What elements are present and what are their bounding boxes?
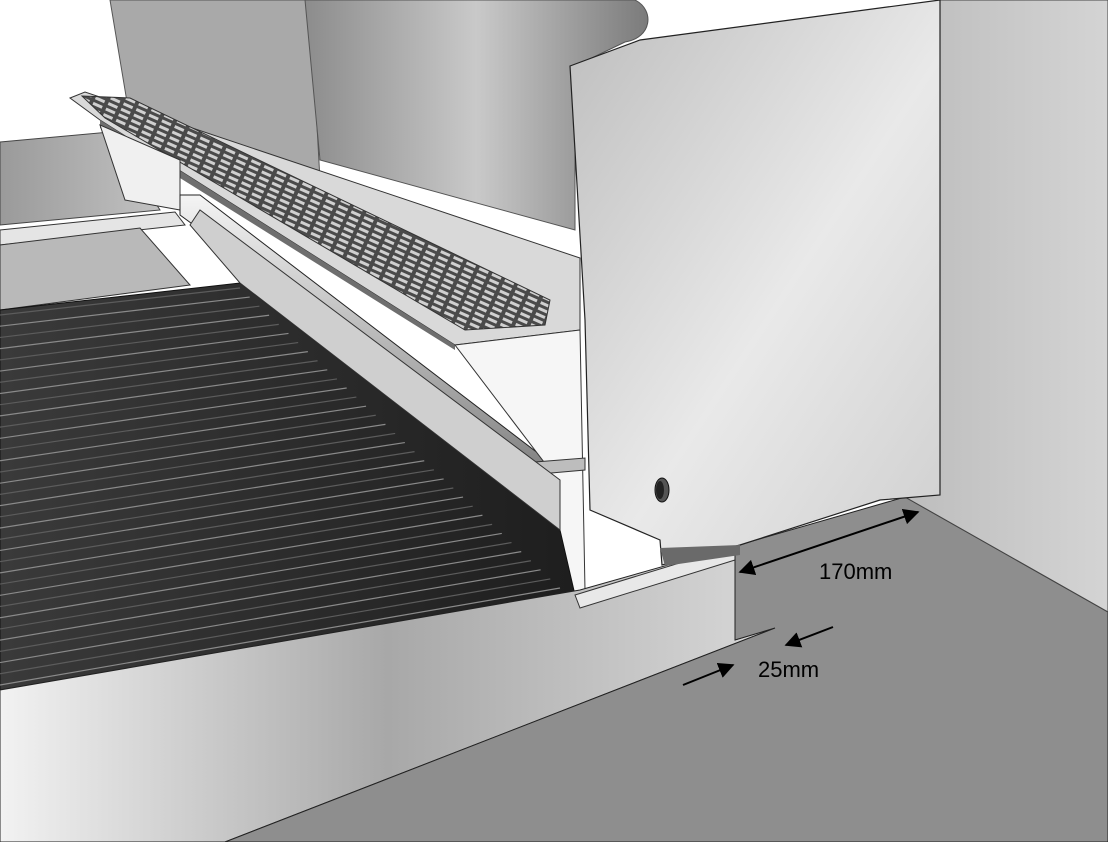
panel-bottom-lip xyxy=(660,545,740,566)
grill-bar xyxy=(0,532,502,619)
dimension-arrow-25mm-right xyxy=(784,626,834,648)
grill-bar xyxy=(0,287,241,316)
grill-bar xyxy=(0,341,299,383)
grill-frame-back xyxy=(0,211,186,246)
grill-bar xyxy=(0,551,522,641)
grill-bar xyxy=(0,569,541,664)
grill-bar xyxy=(0,469,435,540)
grill-bar xyxy=(0,460,425,529)
grill-bar xyxy=(0,323,279,361)
grill-bar xyxy=(0,369,328,417)
grill-bar xyxy=(0,396,357,451)
grill-bar xyxy=(0,296,250,327)
grill-bar xyxy=(0,587,561,686)
grill-bar xyxy=(0,378,338,428)
dimension-label-170mm: 170mm xyxy=(819,559,893,584)
grill-bar xyxy=(0,332,289,372)
grill-bar-lines xyxy=(0,287,561,686)
grill-bar xyxy=(0,560,532,652)
grill-bar xyxy=(0,414,376,473)
grill-bar xyxy=(0,441,405,507)
grill-bar xyxy=(0,487,454,563)
shelf-underside xyxy=(100,120,455,350)
grill-bar xyxy=(0,451,415,518)
grill-bar xyxy=(0,405,367,462)
side-panel xyxy=(569,0,941,566)
dimension-arrow-170mm xyxy=(738,509,920,575)
grill-bar xyxy=(0,478,444,552)
dimension-label-25mm: 25mm xyxy=(758,657,820,682)
grill-bar xyxy=(0,541,512,630)
grill-bar xyxy=(0,305,260,339)
grill-frame-left xyxy=(0,227,191,311)
grill-bar xyxy=(0,314,270,350)
dimension-arrow-25mm-left xyxy=(682,662,735,686)
grill-bar xyxy=(0,514,483,596)
grill-bar xyxy=(0,432,396,495)
grill-bar xyxy=(0,423,386,484)
grill-bar xyxy=(0,578,551,675)
grill-bar xyxy=(0,496,464,574)
grill-bar xyxy=(0,523,493,608)
grill-frame-side xyxy=(189,209,561,532)
grill-bar xyxy=(0,360,318,406)
grill-bar xyxy=(0,387,347,439)
upper-grate xyxy=(80,95,551,331)
grill-bar xyxy=(0,505,473,585)
grill-bar xyxy=(0,351,308,395)
